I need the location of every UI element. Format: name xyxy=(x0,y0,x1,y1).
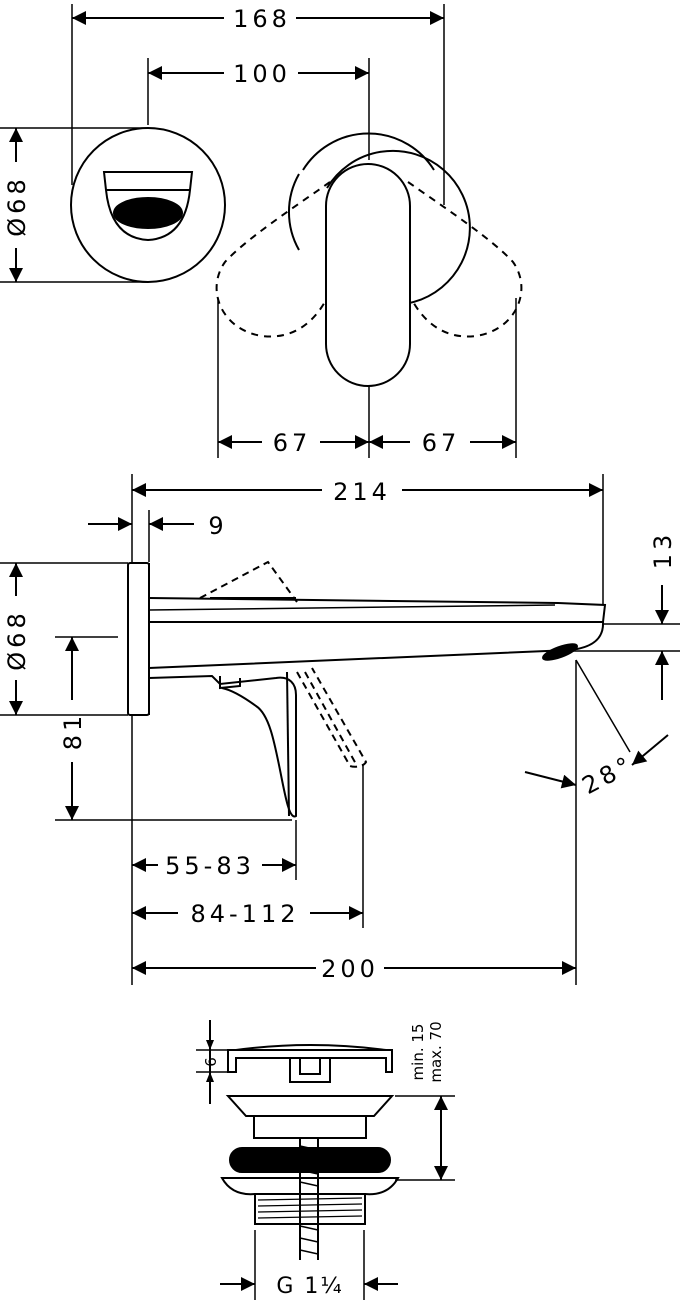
waste-valve-view xyxy=(196,1020,455,1300)
label-swing-left: 67 xyxy=(273,429,312,457)
dim-outlet-angle xyxy=(524,734,669,789)
wall-rosette xyxy=(127,562,150,716)
label-lever-height: 81 xyxy=(59,712,87,751)
spout-body xyxy=(148,597,607,669)
lever-positions-dashed xyxy=(199,560,368,768)
plug-cap xyxy=(227,1044,393,1083)
top-view xyxy=(0,4,523,458)
label-thread: G 1¼ xyxy=(276,1274,343,1299)
label-outlet-angle: 28° xyxy=(578,750,639,800)
seal-gasket xyxy=(229,1147,391,1173)
label-adjust-min: min. 15 xyxy=(409,1024,427,1081)
label-center-distance: 100 xyxy=(233,60,291,88)
label-rosette-diameter-top: Ø68 xyxy=(3,175,31,236)
label-cap-height: 6 xyxy=(202,1057,220,1067)
label-projection: 200 xyxy=(321,955,379,983)
valve-body xyxy=(220,1095,400,1260)
mixer-rosette-top xyxy=(215,132,523,387)
aerator-icon xyxy=(113,197,183,229)
label-lever-reach-open: 84-112 xyxy=(190,900,299,928)
label-rosette-diameter-side: Ø68 xyxy=(3,609,31,670)
label-spout-height: 13 xyxy=(649,531,677,570)
label-rosette-thickness: 9 xyxy=(208,512,227,540)
label-adjust-max: max. 70 xyxy=(427,1021,445,1082)
side-view xyxy=(0,474,680,985)
lever-side xyxy=(148,671,297,818)
label-total-length: 214 xyxy=(333,478,391,506)
label-overall-width: 168 xyxy=(233,5,291,33)
label-swing-right: 67 xyxy=(422,429,461,457)
spout-rosette-top xyxy=(70,127,226,283)
label-lever-reach-closed: 55-83 xyxy=(165,852,255,880)
